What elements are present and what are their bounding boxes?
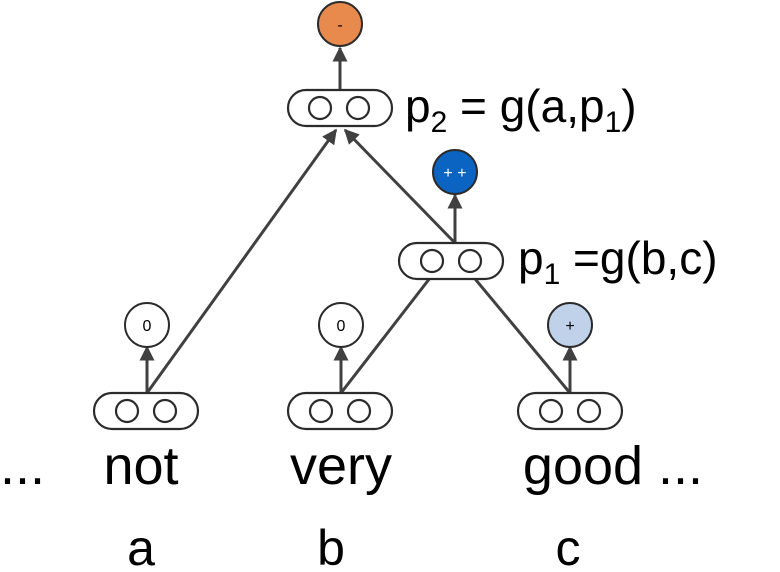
vector-node-p1 [397,241,505,281]
sentiment-very-positive-circle [432,149,478,195]
vector-node-not [92,391,200,431]
sentiment-node-p1: + + [432,149,478,195]
variable-letter-a: a [127,520,155,572]
sentiment-neutral-circle [318,302,364,348]
sentiment-label-not: 0 [143,318,152,335]
composition-formula-p1: p1 =g(b,c) [518,232,718,291]
edge-p1-to-p2 [343,128,457,245]
sentiment-label-p1: + + [443,165,466,182]
sentiment-label-p2: - [337,17,342,34]
composition-formula-p2: p2 = g(a,p1) [405,80,637,139]
sentiment-label-very: 0 [337,318,346,335]
edge-not-to-p2 [145,128,338,394]
vector-node-good [516,391,624,431]
variable-letter-b: b [317,520,345,572]
word-very: very [290,436,392,496]
vector-node-very [286,391,394,431]
word-good: good ... [523,436,703,496]
sentiment-node-p2: - [317,1,363,47]
word-leading-ellipsis: ... [0,436,45,496]
sentiment-node-good: + [547,302,593,348]
variable-letter-c: c [556,520,581,572]
vector-node-p2 [286,88,394,128]
sentiment-neutral-circle [124,302,170,348]
sentiment-node-very: 0 [318,302,364,348]
sentiment-negative-circle [317,1,363,47]
word-not: not [103,436,178,496]
sentiment-positive-circle [547,302,593,348]
sentiment-label-good: + [565,318,574,335]
sentiment-node-not: 0 [124,302,170,348]
